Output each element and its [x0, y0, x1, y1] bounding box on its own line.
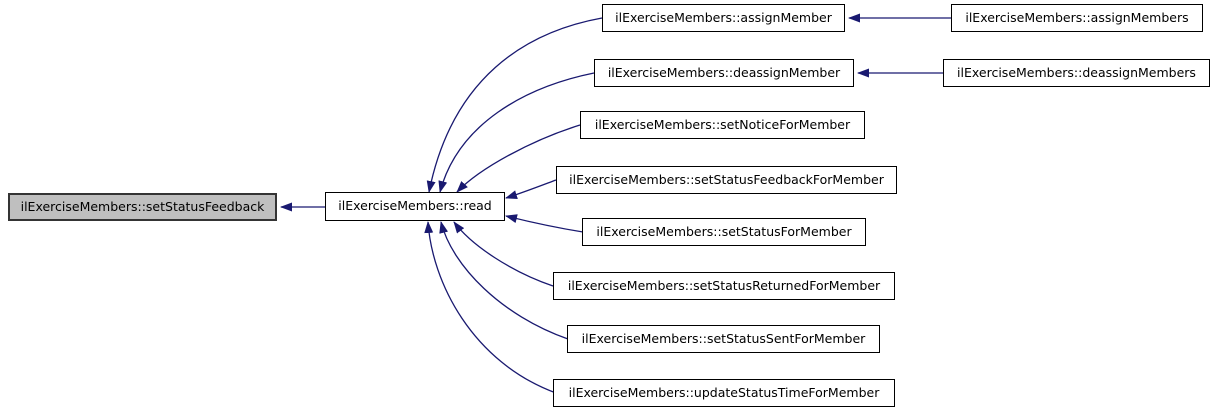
edge-setStatusFeedbackForMember-to-read	[505, 179, 557, 200]
node-setStatusReturnedForMember[interactable]: ilExerciseMembers::setStatusReturnedForM…	[553, 272, 895, 300]
edge-setStatusForMember-to-read	[505, 214, 584, 233]
node-updateStatusTimeForMember[interactable]: ilExerciseMembers::updateStatusTimeForMe…	[553, 379, 895, 407]
edge-updateStatusTimeForMember-to-read	[424, 221, 557, 394]
node-label: ilExerciseMembers::assignMembers	[965, 9, 1189, 25]
node-label: ilExerciseMembers::setStatusForMember	[596, 223, 852, 239]
node-setStatusFeedback: ilExerciseMembers::setStatusFeedback	[8, 193, 277, 221]
node-label: ilExerciseMembers::deassignMembers	[957, 64, 1196, 80]
node-setStatusSentForMember[interactable]: ilExerciseMembers::setStatusSentForMembe…	[567, 325, 880, 353]
node-deassignMembers[interactable]: ilExerciseMembers::deassignMembers	[943, 59, 1210, 87]
edge-setStatusReturnedForMember-to-read	[453, 221, 554, 287]
node-label: ilExerciseMembers::setStatusReturnedForM…	[567, 277, 881, 293]
node-label: ilExerciseMembers::assignMember	[615, 9, 832, 25]
node-label: ilExerciseMembers::setStatusSentForMembe…	[581, 330, 866, 346]
node-label: ilExerciseMembers::updateStatusTimeForMe…	[568, 384, 880, 400]
node-assignMembers[interactable]: ilExerciseMembers::assignMembers	[951, 4, 1203, 32]
node-setStatusForMember[interactable]: ilExerciseMembers::setStatusForMember	[582, 218, 866, 246]
node-label: ilExerciseMembers::read	[338, 198, 492, 214]
node-setNoticeForMember[interactable]: ilExerciseMembers::setNoticeForMember	[580, 111, 865, 139]
edge-setStatusSentForMember-to-read	[439, 221, 569, 340]
node-label: ilExerciseMembers::deassignMember	[607, 64, 841, 80]
node-label: ilExerciseMembers::setStatusFeedbackForM…	[569, 171, 884, 187]
node-label: ilExerciseMembers::setStatusFeedback	[20, 198, 265, 214]
node-setStatusFeedbackForMember[interactable]: ilExerciseMembers::setStatusFeedbackForM…	[556, 166, 897, 194]
node-deassignMember[interactable]: ilExerciseMembers::deassignMember	[594, 59, 854, 87]
node-assignMember[interactable]: ilExerciseMembers::assignMember	[602, 4, 845, 32]
node-label: ilExerciseMembers::setNoticeForMember	[594, 116, 851, 132]
node-read[interactable]: ilExerciseMembers::read	[325, 192, 505, 221]
